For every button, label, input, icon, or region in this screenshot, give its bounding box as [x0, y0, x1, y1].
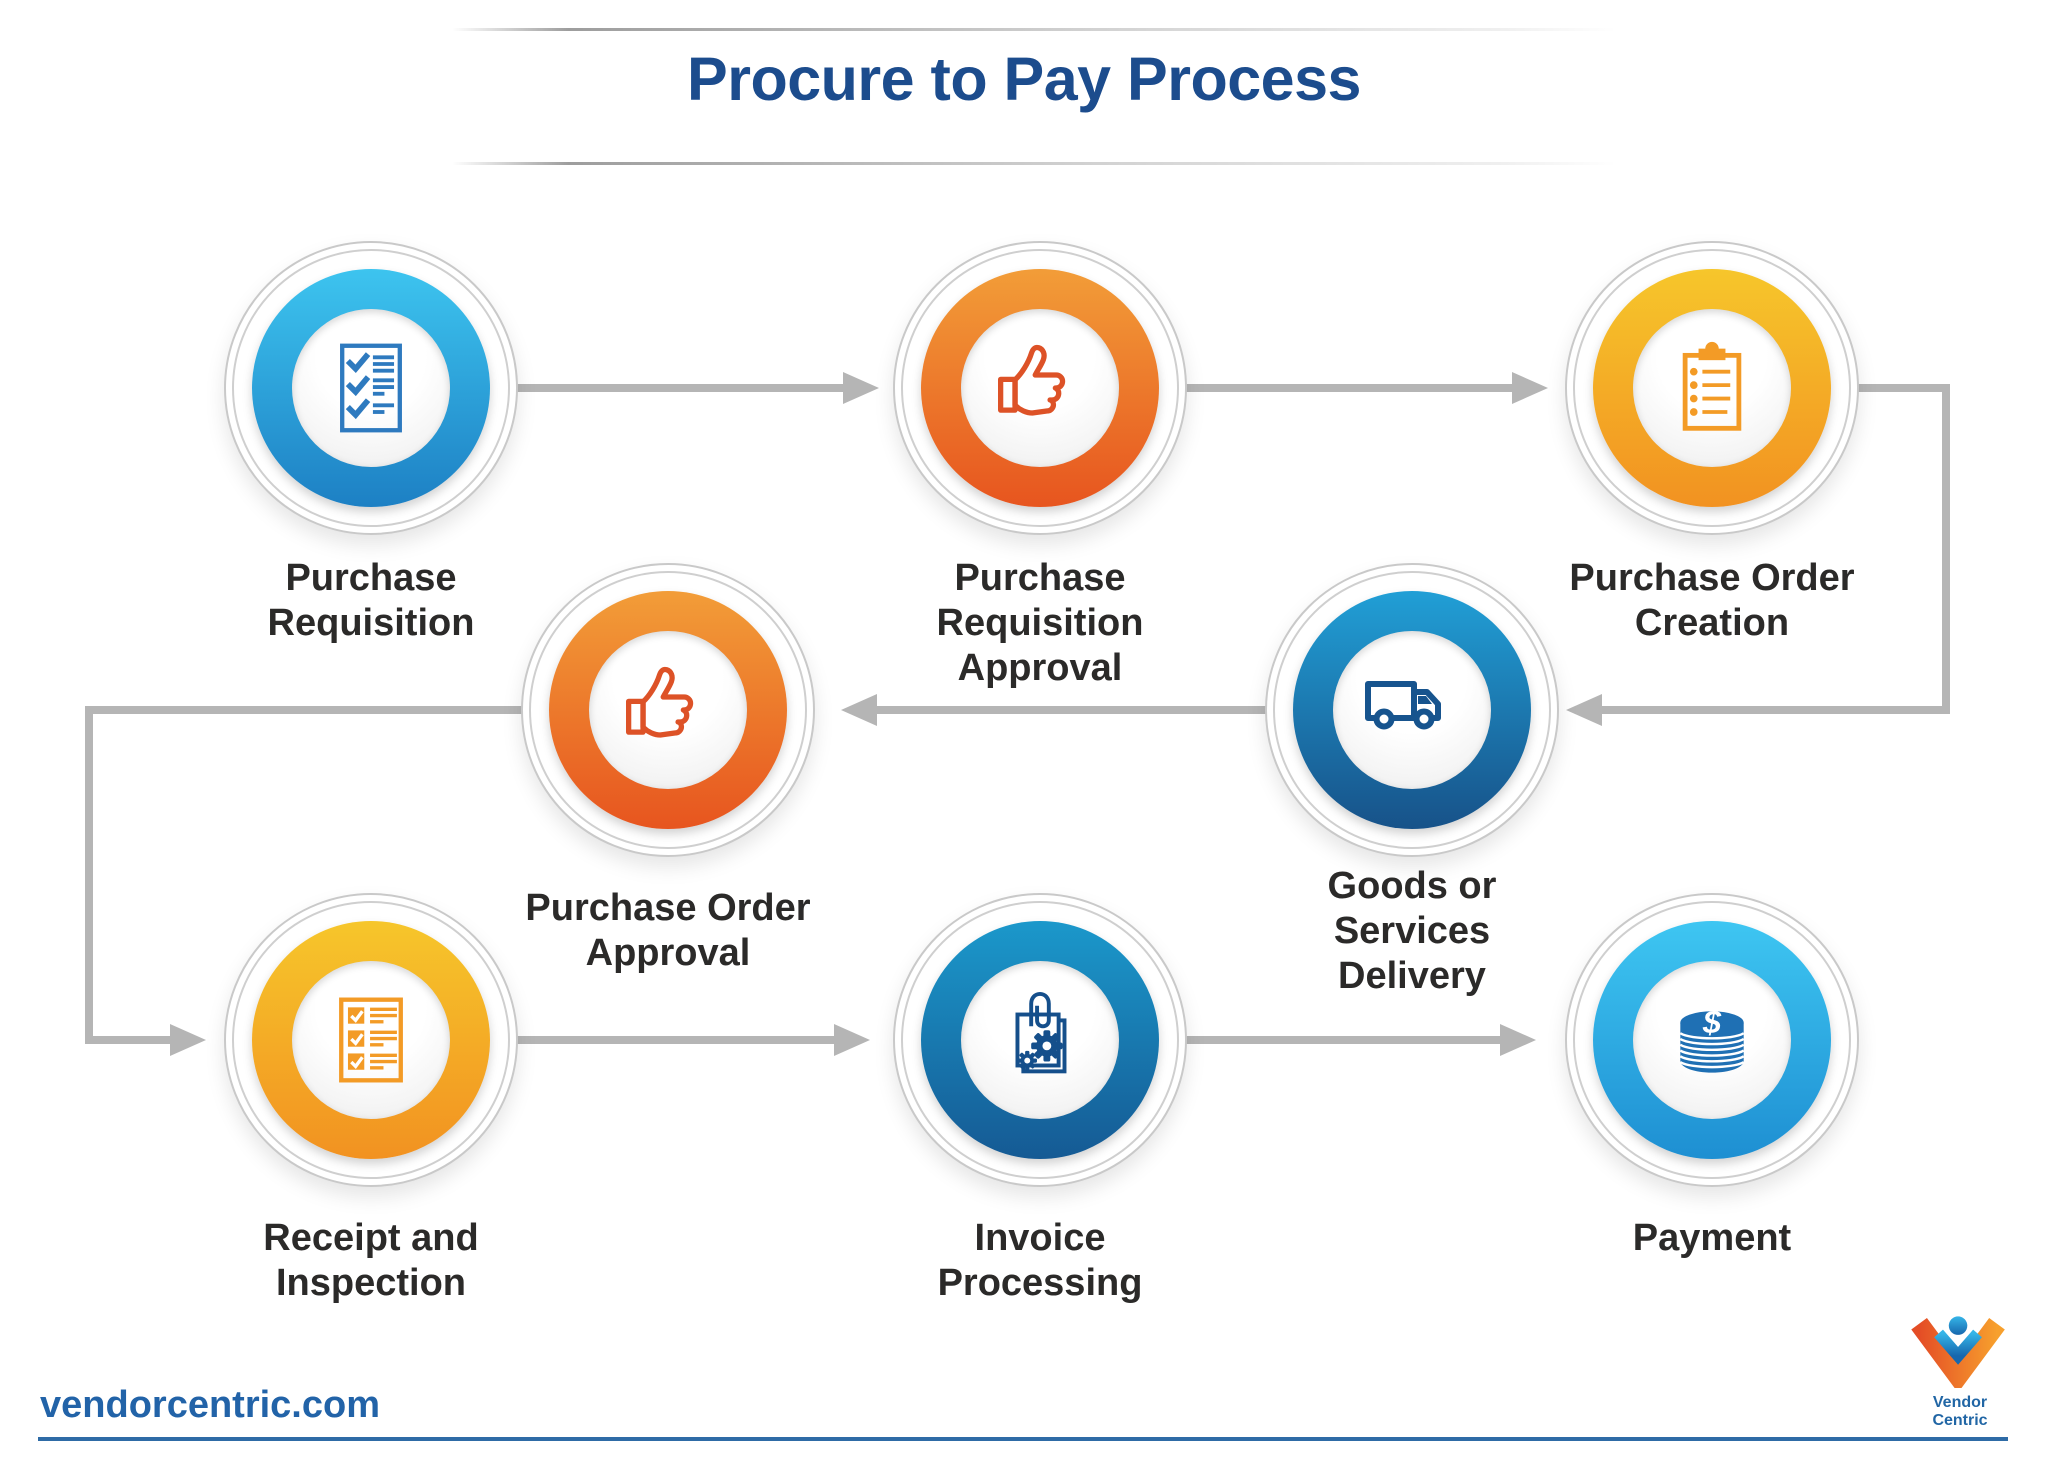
thumbs-up-icon [998, 344, 1066, 416]
dollar-sign: $ [1702, 1003, 1722, 1040]
arrowhead-left-icon [841, 694, 877, 726]
invoice-gears-icon [1015, 991, 1067, 1074]
step-label: Receipt and Inspection [263, 1217, 479, 1304]
outer-gray-ring [901, 249, 1179, 527]
step-label: Purchase Requisition [267, 557, 475, 644]
icon-holder [1333, 631, 1491, 789]
step-purchase-order-approval [521, 563, 815, 857]
icon-holder [292, 961, 450, 1119]
arrowhead-left-icon [1566, 694, 1602, 726]
step-label: Purchase Requisition Approval [936, 557, 1144, 689]
step-payment: $ [1565, 893, 1859, 1187]
step-label: Payment [1632, 1217, 1792, 1259]
step-receipt-and-inspection [224, 893, 518, 1187]
arrowhead-right-icon [1500, 1024, 1536, 1056]
title-divider-top [452, 28, 1616, 31]
inspection-checklist-icon [339, 997, 403, 1083]
elbow-po-approval-to-receipt [85, 706, 560, 1044]
icon-holder [1633, 309, 1791, 467]
thumbs-up-icon [626, 666, 694, 738]
icon-holder: $ [1633, 961, 1791, 1119]
outer-gray-ring [232, 249, 510, 527]
vendor-centric-logo: Vendor Centric [1906, 1314, 2014, 1430]
delivery-truck-icon [1365, 681, 1441, 730]
page-title: Procure to Pay Process [687, 45, 1361, 113]
icon-holder [961, 961, 1119, 1119]
outer-gray-ring [529, 571, 807, 849]
icon-holder [589, 631, 747, 789]
vendor-centric-logo-text: Vendor Centric [1932, 1394, 1988, 1429]
coins-icon: $ [1679, 1003, 1745, 1073]
vendor-centric-logo-icon [1911, 1316, 2005, 1393]
step-label: Purchase Order Creation [1569, 557, 1855, 644]
arrowhead-right-icon [1512, 372, 1548, 404]
outer-gray-ring [1273, 571, 1551, 849]
outer-gray-ring [232, 901, 510, 1179]
step-label: Purchase Order Approval [525, 887, 811, 974]
clipboard-icon [1682, 341, 1742, 431]
title-divider-bottom [452, 162, 1616, 165]
icon-holder [961, 309, 1119, 467]
outer-gray-ring [1573, 249, 1851, 527]
step-purchase-requisition-approval [893, 241, 1187, 535]
step-invoice-processing [893, 893, 1187, 1187]
icon-holder [292, 309, 450, 467]
step-purchase-requisition [224, 241, 518, 535]
step-goods-or-services-delivery [1265, 563, 1559, 857]
step-label: Invoice Processing [937, 1217, 1143, 1304]
website-link[interactable]: vendorcentric.com [40, 1384, 380, 1426]
arrowhead-right-icon [170, 1024, 206, 1056]
step-purchase-order-creation [1565, 241, 1859, 535]
checklist-doc-icon [340, 343, 402, 433]
step-label: Goods or Services Delivery [1327, 865, 1497, 997]
footer-divider [38, 1437, 2008, 1441]
arrowhead-right-icon [834, 1024, 870, 1056]
outer-gray-ring [1573, 901, 1851, 1179]
arrowhead-right-icon [843, 372, 879, 404]
outer-gray-ring [901, 901, 1179, 1179]
